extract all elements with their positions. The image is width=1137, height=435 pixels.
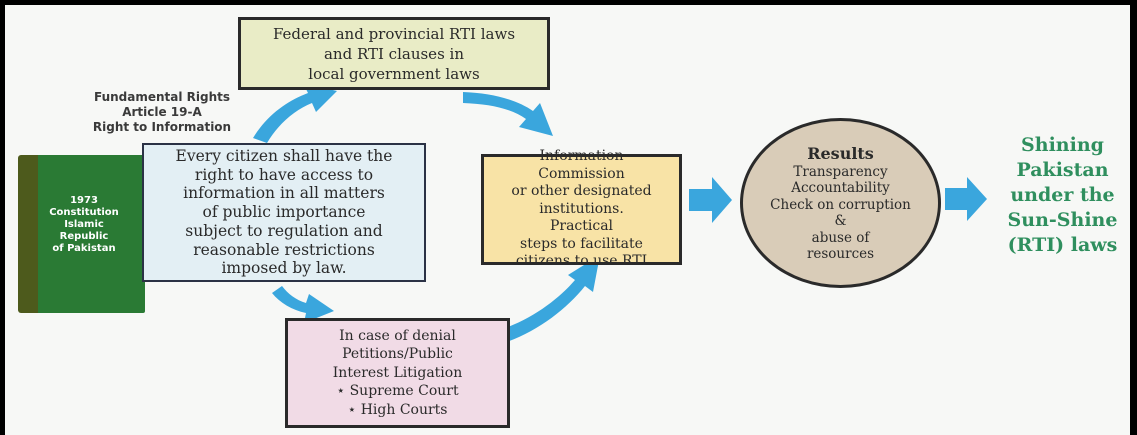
litigation-line: Interest Litigation bbox=[332, 364, 463, 381]
citizen-right-line: subject to regulation and bbox=[185, 221, 383, 240]
conclusion-line: Pakistan bbox=[1016, 159, 1109, 181]
citizen-right-line: of public importance bbox=[202, 203, 366, 222]
arrow-rights-to-laws bbox=[253, 83, 337, 143]
arrow-litigation-to-commission bbox=[490, 255, 600, 345]
conclusion-line: under the bbox=[1010, 184, 1115, 206]
book-title-line: 1973 bbox=[70, 195, 98, 206]
commission-line: Commission bbox=[538, 165, 625, 182]
commission-line: steps to facilitate bbox=[520, 235, 643, 252]
litigation-line: ⋆ High Courts bbox=[347, 401, 448, 418]
citizen-right-line: right to have access to bbox=[194, 165, 374, 184]
rti-laws-line: and RTI clauses in bbox=[323, 44, 464, 63]
book-spine bbox=[18, 155, 38, 313]
litigation-line: Petitions/Public bbox=[342, 346, 453, 363]
rti-laws-line: local government laws bbox=[308, 64, 480, 83]
commission-line: or other designated bbox=[511, 183, 652, 200]
citizen-right-line: imposed by law. bbox=[221, 259, 347, 278]
denial-litigation-box: In case of denial Petitions/Public Inter… bbox=[285, 318, 510, 428]
results-line: Check on corruption bbox=[770, 196, 911, 213]
commission-line: Practical bbox=[549, 218, 614, 235]
arrow-commission-to-results bbox=[689, 177, 732, 223]
book-title-line: Constitution bbox=[49, 207, 119, 218]
conclusion-line: Sun-Shine bbox=[1007, 209, 1118, 231]
information-commission-box: Information Commission or other designat… bbox=[481, 148, 682, 269]
citizen-right-line: information in all matters bbox=[183, 184, 385, 203]
fundamental-rights-label: Fundamental Rights Article 19-A Right to… bbox=[57, 90, 267, 135]
results-line: Transparency bbox=[793, 163, 888, 180]
rights-label-line: Fundamental Rights bbox=[93, 90, 231, 104]
citizen-right-line: reasonable restrictions bbox=[193, 240, 375, 259]
litigation-line: In case of denial bbox=[339, 327, 456, 344]
arrow-laws-to-commission bbox=[463, 92, 553, 136]
citizen-right-box: Every citizen shall have the right to ha… bbox=[142, 143, 426, 282]
results-line: abuse of bbox=[811, 229, 870, 246]
conclusion-line: (RTI) laws bbox=[1007, 234, 1118, 256]
commission-line: Information bbox=[539, 148, 624, 165]
results-line: & bbox=[834, 213, 847, 229]
arrow-citizen-to-litigation bbox=[272, 286, 334, 323]
diagram-canvas: Fundamental Rights Article 19-A Right to… bbox=[5, 5, 1130, 435]
commission-line: citizens to use RTI bbox=[515, 253, 648, 270]
book-title-line: of Pakistan bbox=[52, 243, 116, 254]
book-title-line: Islamic bbox=[64, 219, 104, 230]
rti-laws-box: Federal and provincial RTI laws and RTI … bbox=[238, 17, 550, 90]
rights-label-line: Article 19-A bbox=[122, 105, 202, 119]
citizen-right-line: Every citizen shall have the bbox=[175, 146, 393, 165]
arrow-layer bbox=[253, 83, 987, 345]
results-circle: Results Transparency Accountability Chec… bbox=[740, 118, 941, 288]
results-line: Accountability bbox=[791, 180, 890, 196]
book-title: 1973 Constitution Islamic Republic of Pa… bbox=[38, 195, 130, 255]
book-cover bbox=[38, 155, 145, 313]
rti-laws-line: Federal and provincial RTI laws bbox=[272, 24, 516, 43]
book-title-line: Republic bbox=[59, 231, 109, 242]
rights-label-line: Right to Information bbox=[92, 120, 232, 134]
conclusion-line: Shining bbox=[1021, 134, 1104, 156]
results-line: resources bbox=[806, 246, 875, 262]
commission-line: institutions. bbox=[539, 200, 624, 217]
results-title: Results bbox=[807, 143, 874, 163]
arrow-results-to-conclusion bbox=[945, 177, 987, 221]
constitution-book-icon: 1973 Constitution Islamic Republic of Pa… bbox=[18, 155, 145, 313]
shining-pakistan-conclusion: Shining Pakistan under the Sun-Shine (RT… bbox=[995, 133, 1130, 258]
litigation-line: ⋆ Supreme Court bbox=[336, 383, 459, 400]
